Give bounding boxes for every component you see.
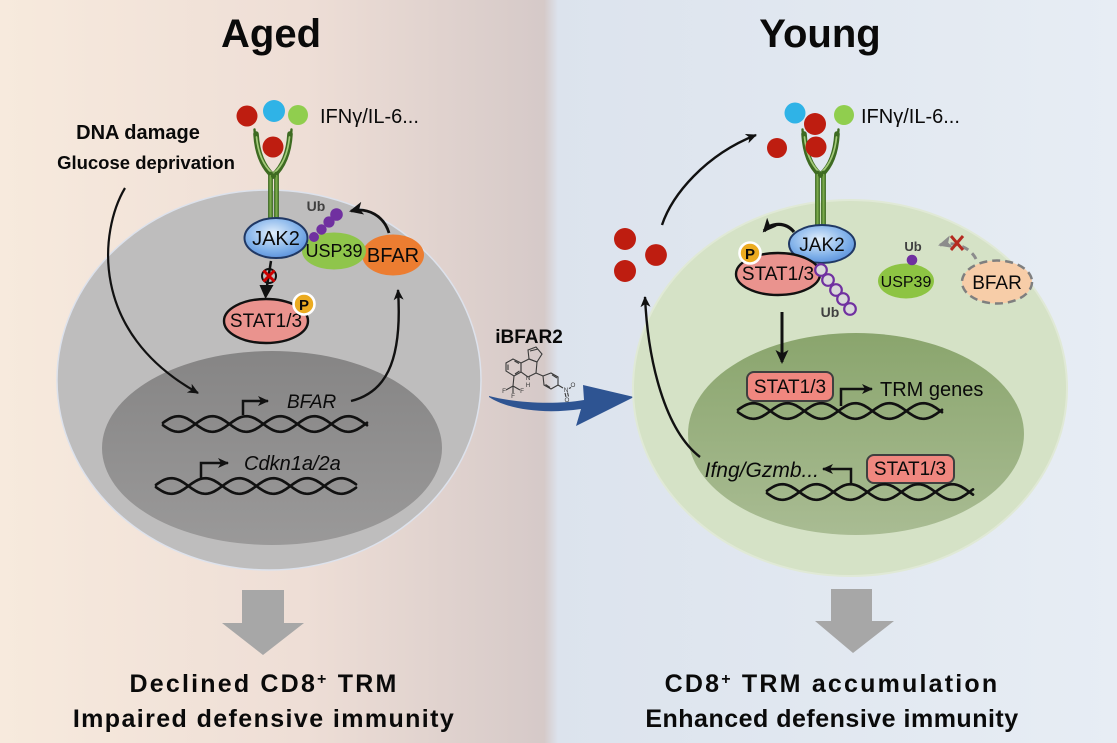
svg-text:BFAR: BFAR [287,392,337,413]
svg-text:Enhanced defensive immunity: Enhanced defensive immunity [645,705,1018,733]
svg-text:Young: Young [759,12,880,56]
svg-text:BFAR: BFAR [972,273,1022,294]
svg-text:Ub: Ub [904,239,921,254]
svg-text:Ub: Ub [307,198,326,214]
svg-text:F: F [502,388,506,395]
svg-text:STAT1/3: STAT1/3 [874,459,946,480]
svg-text:Cdkn1a/2a: Cdkn1a/2a [244,453,341,475]
svg-text:P: P [745,246,755,263]
svg-text:JAK2: JAK2 [799,235,844,256]
svg-text:DNA damage: DNA damage [76,122,200,144]
svg-text:Ifng/Gzmb...: Ifng/Gzmb... [705,459,819,482]
svg-text:Aged: Aged [221,12,321,56]
svg-text:F: F [520,388,524,395]
svg-text:Glucose deprivation: Glucose deprivation [57,152,235,173]
svg-text:TRM genes: TRM genes [880,379,983,401]
svg-text:USP39: USP39 [881,274,932,291]
svg-text:STAT1/3: STAT1/3 [742,264,814,285]
svg-text:F: F [511,393,515,400]
svg-text:P: P [299,297,309,314]
svg-text:Declined CD8+ TRM: Declined CD8+ TRM [129,670,398,698]
svg-text:JAK2: JAK2 [252,228,300,250]
svg-text:IFNγ/IL-6...: IFNγ/IL-6... [861,106,960,128]
svg-text:STAT1/3: STAT1/3 [230,311,302,332]
svg-text:CD8+ TRM accumulation: CD8+ TRM accumulation [665,670,1000,698]
svg-text:IFNγ/IL-6...: IFNγ/IL-6... [320,106,419,128]
svg-text:STAT1/3: STAT1/3 [754,377,826,398]
svg-text:O: O [565,397,570,404]
svg-text:Ub: Ub [821,304,840,320]
svg-text:iBFAR2: iBFAR2 [495,327,563,348]
svg-text:USP39: USP39 [305,241,362,261]
svg-text:N: N [526,375,531,382]
svg-text:O: O [571,382,576,389]
svg-text:BFAR: BFAR [367,245,419,267]
svg-text:H: H [526,382,531,389]
svg-text:N: N [564,387,569,394]
svg-text:Impaired defensive immunity: Impaired defensive immunity [73,705,455,733]
